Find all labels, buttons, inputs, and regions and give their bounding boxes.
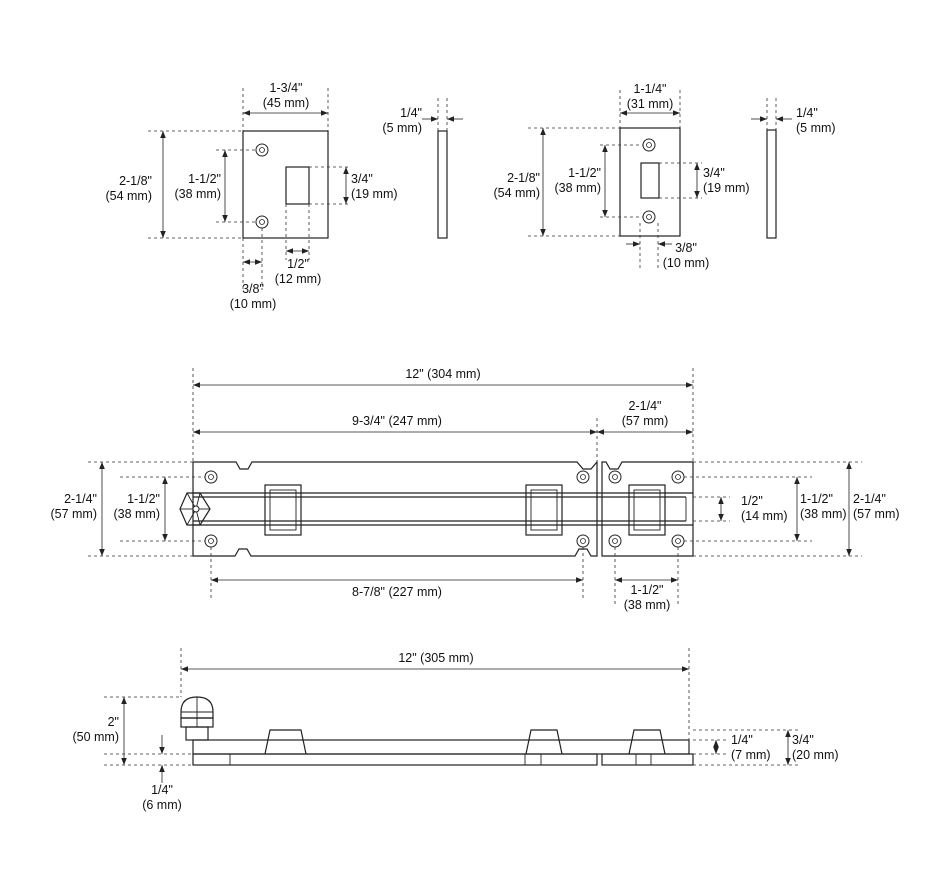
keeper-a-side-plate xyxy=(437,130,448,239)
keeper-b-hole-offset-met: (10 mm) xyxy=(663,256,710,270)
keeper-b-hole-spacing-imp: 1-1/2" xyxy=(568,166,601,180)
bolt-overall-label: 12" (304 mm) xyxy=(405,367,480,381)
keeper-b-thickness-met: (5 mm) xyxy=(796,121,836,135)
bolt-diameter-imp: 1/2" xyxy=(741,494,763,508)
bolt-height-right-imp: 2-1/4" xyxy=(853,492,886,506)
keeper-a-side-view: 1/4" (5 mm) xyxy=(382,98,463,239)
keeper-b-side-view: 1/4" (5 mm) xyxy=(751,98,836,239)
side-knob-height-imp: 2" xyxy=(108,715,119,729)
keeper-a-hole-spacing-imp: 1-1/2" xyxy=(188,172,221,186)
keeper-b-slot-height-imp: 3/4" xyxy=(703,166,725,180)
bolt-keeper-length-met: (57 mm) xyxy=(622,414,669,428)
bolt-hole-spacing-left-met: (38 mm) xyxy=(113,507,160,521)
bolt-top-view: 12" (304 mm) 9-3/4" (247 mm) 2-1/4" (57 … xyxy=(50,367,899,612)
side-overall-label: 12" (305 mm) xyxy=(398,651,473,665)
keeper-b-height-met: (54 mm) xyxy=(493,186,540,200)
keeper-a-slot-width-imp: 1/2" xyxy=(287,257,309,271)
keeper-b-thickness-imp: 1/4" xyxy=(796,106,818,120)
keeper-b-height-imp: 2-1/8" xyxy=(507,171,540,185)
keeper-a-view: 1-3/4" (45 mm) 2-1/8" (54 mm) 1-1/2" (38… xyxy=(105,81,397,311)
side-base-plate xyxy=(192,753,598,766)
keeper-b-width-imp: 1-1/4" xyxy=(634,82,667,96)
bolt-hole-centers-label: 8-7/8" (227 mm) xyxy=(352,585,442,599)
side-guide-left xyxy=(264,729,307,755)
bolt-hole xyxy=(204,470,218,484)
keeper-b-hole-offset-imp: 3/8" xyxy=(675,241,697,255)
keeper-a-hole-offset-met: (10 mm) xyxy=(230,297,277,311)
bolt-hole-spacing-right-met: (38 mm) xyxy=(800,507,847,521)
bolt-hole xyxy=(608,534,622,548)
keeper-a-width-imp: 1-3/4" xyxy=(270,81,303,95)
keeper-b-hole-bottom xyxy=(642,210,656,224)
bolt-hole xyxy=(608,470,622,484)
side-keeper-plate xyxy=(601,753,694,766)
keeper-a-slot-width-met: (12 mm) xyxy=(275,272,322,286)
keeper-a-width-met: (45 mm) xyxy=(263,96,310,110)
bolt-hole xyxy=(576,534,590,548)
keeper-a-slot-height-met: (19 mm) xyxy=(351,187,398,201)
bolt-hole xyxy=(671,534,685,548)
bolt-keeper-hole-centers-met: (38 mm) xyxy=(624,598,671,612)
keeper-a-thickness-imp: 1/4" xyxy=(400,106,422,120)
side-total-depth-met: (20 mm) xyxy=(792,748,839,762)
side-total-depth-imp: 3/4" xyxy=(792,733,814,747)
side-bolt-thickness-imp: 1/4" xyxy=(731,733,753,747)
keeper-a-slot xyxy=(285,166,310,205)
bolt-hole xyxy=(576,470,590,484)
keeper-b-side-plate xyxy=(766,129,777,239)
keeper-a-hole-spacing-met: (38 mm) xyxy=(174,187,221,201)
keeper-b-hole-top xyxy=(642,138,656,152)
side-knob-height-met: (50 mm) xyxy=(72,730,119,744)
side-bolt-thickness-met: (7 mm) xyxy=(731,748,771,762)
side-plate-thickness-met: (6 mm) xyxy=(142,798,182,812)
bolt-keeper-length-imp: 2-1/4" xyxy=(629,399,662,413)
bolt-height-left-met: (57 mm) xyxy=(50,507,97,521)
keeper-b-slot-height-met: (19 mm) xyxy=(703,181,750,195)
keeper-b-slot xyxy=(640,162,660,199)
keeper-a-height-met: (54 mm) xyxy=(105,189,152,203)
keeper-a-slot-height-imp: 3/4" xyxy=(351,172,373,186)
bolt-guide-middle xyxy=(525,484,563,536)
keeper-b-plate xyxy=(619,127,681,237)
keeper-a-hole-top xyxy=(255,143,269,157)
keeper-b-hole-spacing-met: (38 mm) xyxy=(554,181,601,195)
bolt-diameter-met: (14 mm) xyxy=(741,509,788,523)
bolt-hole-spacing-right-imp: 1-1/2" xyxy=(800,492,833,506)
keeper-b-width-met: (31 mm) xyxy=(627,97,674,111)
bolt-height-left-imp: 2-1/4" xyxy=(64,492,97,506)
bolt-hole-spacing-left-imp: 1-1/2" xyxy=(127,492,160,506)
side-guide-middle xyxy=(525,729,563,755)
keeper-a-hole-bottom xyxy=(255,215,269,229)
keeper-b-view: 1-1/4" (31 mm) 2-1/8" (54 mm) 1-1/2" (38… xyxy=(493,82,749,270)
bolt-hole xyxy=(671,470,685,484)
bolt-guide-right xyxy=(628,484,666,536)
bolt-keeper-plate xyxy=(601,461,694,557)
keeper-a-plate xyxy=(242,130,329,239)
keeper-a-thickness-met: (5 mm) xyxy=(382,121,422,135)
bolt-height-right-met: (57 mm) xyxy=(853,507,900,521)
bolt-keeper-hole-centers-imp: 1-1/2" xyxy=(631,583,664,597)
keeper-a-hole-offset-imp: 3/8" xyxy=(242,282,264,296)
bolt-guide-left xyxy=(264,484,302,536)
side-guide-right xyxy=(628,729,666,755)
side-plate-thickness-imp: 1/4" xyxy=(151,783,173,797)
bolt-side-view: 12" (305 mm) 2" (50 mm) 1/4" (6 mm) 1/4"… xyxy=(72,648,839,812)
keeper-a-height-imp: 2-1/8" xyxy=(119,174,152,188)
bolt-base-length-label: 9-3/4" (247 mm) xyxy=(352,414,442,428)
bolt-base-plate xyxy=(192,460,598,557)
bolt-hole xyxy=(204,534,218,548)
